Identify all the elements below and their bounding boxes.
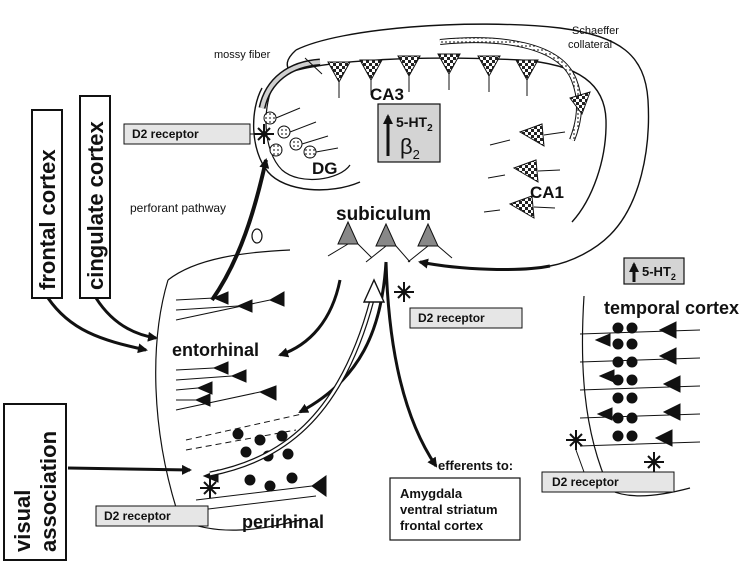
label-efferents: efferents to: [438,458,513,473]
label-perirhinal: perirhinal [242,512,324,532]
efferent-target-1: Amygdala [400,486,463,501]
temporal-serotonin-box: 5-HT2 [623,257,685,285]
schaeffer-collateral-tract [439,37,582,142]
label-temporal-cortex: temporal cortex [604,298,739,318]
label-visual: visual [10,490,35,552]
label-frontal-cortex: frontal cortex [35,149,60,290]
d2-receptor-label-temporal: D2 receptor [552,475,619,489]
d2-connector-temporal [575,449,654,473]
label-ca3: CA3 [370,85,404,104]
dg-outline [265,81,351,181]
efferent-target-3: frontal cortex [400,518,484,533]
label-ca1: CA1 [530,183,564,202]
hippocampus-5ht-label: 5-HT2 [396,114,433,134]
d2-receptor-box-dg: D2 receptor [123,123,251,145]
label-entorhinal: entorhinal [172,340,259,360]
ca1-pyramidal-cells [483,123,566,219]
ca1-to-subiculum-arrow [418,258,551,271]
d2-receptor-box-subiculum: D2 receptor [409,307,523,329]
label-collateral: collateral [568,39,612,51]
cingulate-cortex-box: cingulate cortex [79,95,111,299]
d2-receptor-label-perirhinal: D2 receptor [104,509,171,523]
subiculum-pyramidal-cells [327,220,453,263]
visual-association-box: visual association [3,403,67,561]
label-association: association [36,431,61,552]
label-cingulate-cortex: cingulate cortex [83,121,108,290]
frontal-cortex-box: frontal cortex [31,109,63,299]
temporal-cortex-region [579,295,701,497]
projection-arrows [46,261,438,475]
ca3-pyramidal-cells [304,53,591,116]
label-subiculum: subiculum [336,204,431,225]
dg-granule-cells [263,107,339,159]
entorhinal-cells [175,291,285,411]
label-dg: DG [312,159,338,178]
perirhinal-to-subiculum-arrow [209,278,386,477]
d2-receptor-box-perirhinal: D2 receptor [95,505,209,527]
efferent-target-2: ventral striatum [400,502,498,517]
efferent-targets-box [389,477,521,541]
d2-receptor-label-dg: D2 receptor [132,127,199,141]
d2-receptor-box-temporal: D2 receptor [541,471,675,493]
label-schaeffer: Schaeffer [572,25,619,37]
temporal-5ht-label: 5-HT2 [642,264,676,282]
beta-label: β2 [400,134,420,162]
receptor-asterisks [200,124,664,498]
serotonin-beta-box: 5-HT2 β2 [377,103,441,163]
perforant-pathway-arrow [210,158,270,302]
label-perforant-pathway: perforant pathway [130,201,226,215]
d2-receptor-label-subiculum: D2 receptor [418,311,485,325]
mossy-fiber-tract [258,58,321,109]
label-mossy-fiber: mossy fiber [214,49,271,61]
